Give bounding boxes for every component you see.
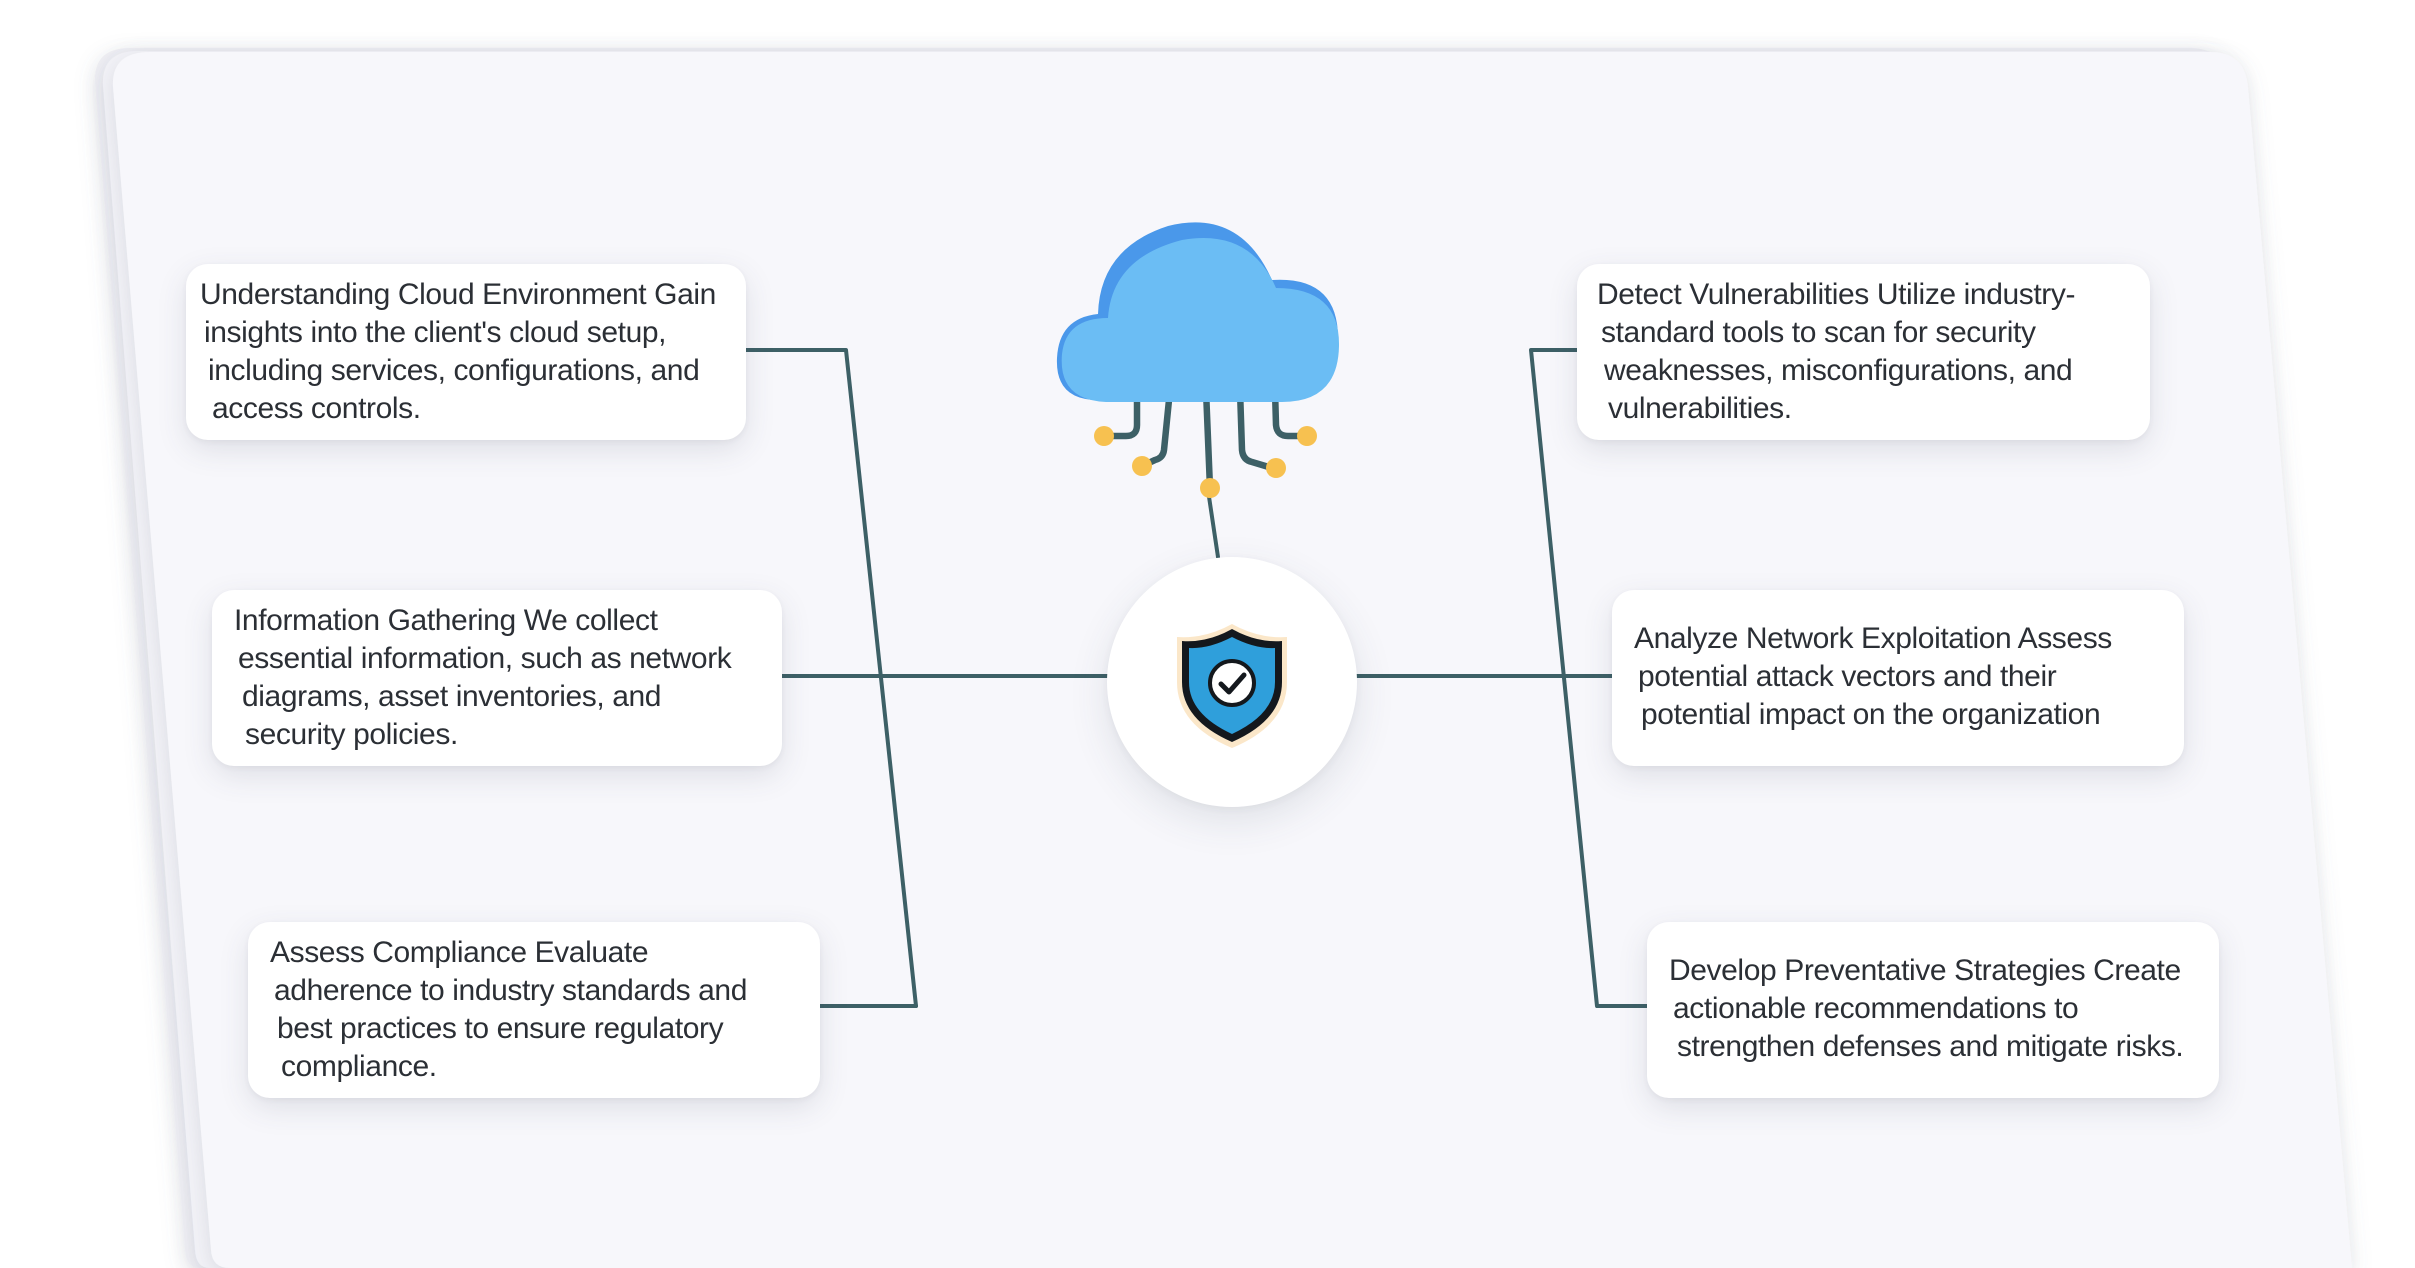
step-text-line: essential information, such as network xyxy=(238,642,732,675)
step-card-understanding-cloud: Understanding Cloud Environment Gain ins… xyxy=(186,264,746,440)
step-text-line: including services, configurations, and xyxy=(208,354,700,387)
step-card-preventative-strategies: Develop Preventative Strategies Create a… xyxy=(1647,922,2219,1098)
connector-lines xyxy=(743,348,1652,1008)
step-text-line: standard tools to scan for security xyxy=(1601,316,2036,349)
step-text-line: Understanding Cloud Environment Gain xyxy=(200,278,716,311)
step-text-line: compliance. xyxy=(281,1050,437,1083)
step-text-line: strengthen defenses and mitigate risks. xyxy=(1677,1030,2184,1063)
step-text-line: Assess Compliance Evaluate xyxy=(270,936,649,969)
step-text-line: potential impact on the organization xyxy=(1641,698,2101,731)
step-text-line: insights into the client's cloud setup, xyxy=(204,316,667,349)
step-text-line: Information Gathering We collect xyxy=(234,604,658,637)
cloud-network-icon xyxy=(1056,222,1340,498)
shield-check-icon xyxy=(1177,624,1287,748)
step-text-line: Develop Preventative Strategies Create xyxy=(1669,954,2181,987)
cloud-to-hub-connector xyxy=(1206,488,1220,559)
step-card-information-gathering: Information Gathering We collect essenti… xyxy=(212,590,782,766)
security-hub xyxy=(1107,557,1357,807)
left-connector-top xyxy=(743,348,918,1008)
step-card-detect-vulnerabilities: Detect Vulnerabilities Utilize industry-… xyxy=(1577,264,2150,440)
step-text-line: weaknesses, misconfigurations, and xyxy=(1604,354,2073,387)
step-text-line: diagrams, asset inventories, and xyxy=(242,680,662,713)
step-text-line: potential attack vectors and their xyxy=(1638,660,2057,693)
step-text-line: Analyze Network Exploitation Assess xyxy=(1634,622,2112,655)
step-text-line: vulnerabilities. xyxy=(1608,392,1792,425)
step-text-line: Detect Vulnerabilities Utilize industry- xyxy=(1597,278,2076,311)
step-text-line: best practices to ensure regulatory xyxy=(277,1012,724,1045)
step-card-analyze-network: Analyze Network Exploitation Assess pote… xyxy=(1612,590,2184,766)
step-text-line: adherence to industry standards and xyxy=(274,974,747,1007)
step-text-line: security policies. xyxy=(245,718,458,751)
step-text-line: access controls. xyxy=(212,392,421,425)
step-card-assess-compliance: Assess Compliance Evaluate adherence to … xyxy=(248,922,820,1098)
step-text-line: actionable recommendations to xyxy=(1673,992,2079,1025)
